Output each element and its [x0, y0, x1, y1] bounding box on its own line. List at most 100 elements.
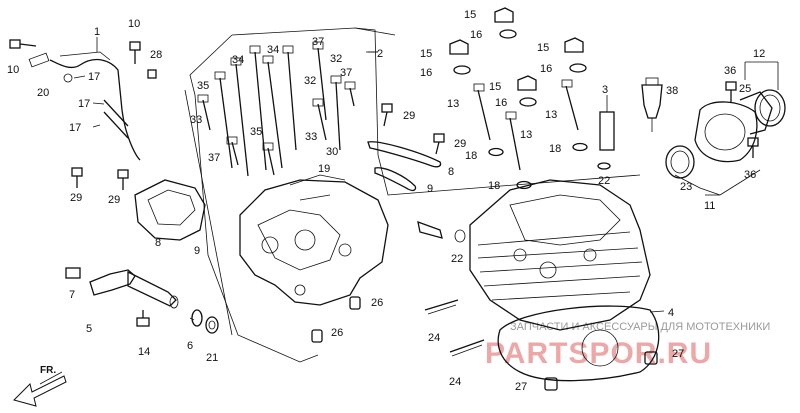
- callout-37: 37: [208, 152, 220, 164]
- callout-20: 20: [37, 87, 49, 99]
- dowel-27-drawing: [544, 351, 658, 391]
- callout-24: 24: [449, 376, 461, 388]
- callout-23: 23: [680, 181, 692, 193]
- bolts-29-drawing: [71, 103, 445, 190]
- leader-lines: [39, 37, 720, 385]
- callout-14: 14: [138, 346, 150, 358]
- callout-15: 15: [464, 9, 476, 21]
- callout-7: 7: [69, 289, 75, 301]
- stud-24-drawing: [424, 299, 485, 357]
- callout-15: 15: [537, 42, 549, 54]
- oring-6-drawing: [191, 309, 203, 327]
- callout-36: 36: [744, 169, 756, 181]
- callout-17: 17: [78, 98, 90, 110]
- callout-2: 2: [377, 48, 383, 60]
- callout-24: 24: [428, 332, 440, 344]
- intake-pipe-drawing: [694, 91, 773, 163]
- callout-33: 33: [305, 131, 317, 143]
- front-direction-label: FR.: [40, 365, 56, 376]
- callout-27: 27: [672, 348, 684, 360]
- callout-34: 34: [232, 54, 244, 66]
- assembly-frame-intake: [674, 61, 779, 196]
- callout-3: 3: [602, 84, 608, 96]
- callout-11: 11: [704, 200, 715, 212]
- callout-10: 10: [7, 64, 19, 76]
- callout-4: 4: [668, 307, 674, 319]
- insulator-23-drawing: [665, 145, 695, 179]
- watermark-site: PARTSPOR.RU: [485, 337, 712, 370]
- callout-36: 36: [724, 65, 736, 77]
- callout-9: 9: [194, 245, 200, 257]
- callout-26: 26: [371, 297, 383, 309]
- callout-15: 15: [489, 81, 501, 93]
- callout-22: 22: [598, 175, 610, 187]
- callout-21: 21: [206, 352, 218, 364]
- callout-35: 35: [250, 126, 262, 138]
- callout-34: 34: [267, 44, 279, 56]
- oil-passage-pipe-drawing: [417, 220, 466, 243]
- callout-17: 17: [88, 71, 100, 83]
- bolt-28-drawing: [129, 41, 157, 79]
- spark-plug-drawing: [641, 77, 663, 132]
- front-direction-arrow: FR.: [13, 365, 67, 407]
- callout-19: 19: [318, 163, 330, 175]
- callout-25: 25: [739, 83, 751, 95]
- callout-13: 13: [520, 129, 532, 141]
- cap-nuts-drawing: [449, 7, 587, 107]
- head-gasket-drawing: [497, 305, 660, 382]
- callout-32: 32: [304, 75, 316, 87]
- callout-6: 6: [187, 340, 193, 352]
- callout-22: 22: [451, 253, 463, 265]
- callout-8: 8: [448, 166, 454, 178]
- callout-18: 18: [488, 180, 500, 192]
- callout-18: 18: [465, 150, 477, 162]
- cylinder-head-drawing: [469, 179, 651, 331]
- screw-14-drawing: [136, 310, 150, 327]
- side-cover-drawing: [134, 179, 206, 241]
- callout-29: 29: [454, 138, 466, 150]
- part-callouts: 10 10 1 20 17 17 17 28 34 34 37 32 37 2 …: [7, 9, 765, 393]
- camshaft-holder-drawing: [239, 174, 389, 306]
- callout-33: 33: [190, 114, 202, 126]
- breather-tube-drawing: [28, 51, 141, 161]
- cylinder-head-bolts-drawing: [197, 41, 356, 177]
- callout-29: 29: [108, 194, 120, 206]
- callout-13: 13: [545, 109, 557, 121]
- callout-16: 16: [420, 67, 432, 79]
- callout-5: 5: [86, 323, 92, 335]
- callout-37: 37: [312, 36, 324, 48]
- head-bolts-13-drawing: [473, 79, 611, 190]
- callout-26: 26: [331, 327, 343, 339]
- callout-17: 17: [69, 122, 81, 134]
- gasket-8-drawing: [367, 141, 442, 168]
- callout-37: 37: [340, 67, 352, 79]
- callout-10: 10: [128, 18, 140, 30]
- bolts-36-drawing: [725, 81, 759, 158]
- watermark-caption: ЗАПЧАСТИ И АКСЕССУАРЫ ДЛЯ МОТОТЕХНИКИ: [510, 321, 770, 333]
- callout-27: 27: [515, 381, 527, 393]
- callout-13: 13: [447, 98, 459, 110]
- oring-21-drawing: [205, 316, 219, 334]
- callout-16: 16: [470, 29, 482, 41]
- callout-16: 16: [540, 63, 552, 75]
- callout-15: 15: [420, 48, 432, 60]
- callout-8: 8: [155, 237, 161, 249]
- valve-guide-3-drawing: [599, 95, 615, 151]
- bolt-10-drawing: [9, 39, 37, 49]
- callout-16: 16: [495, 97, 507, 109]
- callout-30: 30: [326, 146, 338, 158]
- assembly-frame-camshaft-holder: [184, 27, 641, 363]
- callout-29: 29: [403, 110, 415, 122]
- dowel-pin-drawing: [311, 296, 361, 343]
- rocker-arm-drawing: [65, 267, 179, 309]
- gasket-9-drawing: [374, 167, 417, 192]
- clamp-12-drawing: [754, 89, 786, 127]
- callout-18: 18: [549, 143, 561, 155]
- callout-35: 35: [197, 80, 209, 92]
- callout-29: 29: [70, 192, 82, 204]
- callout-1: 1: [94, 26, 100, 38]
- callout-32: 32: [330, 53, 342, 65]
- callout-12: 12: [753, 48, 765, 60]
